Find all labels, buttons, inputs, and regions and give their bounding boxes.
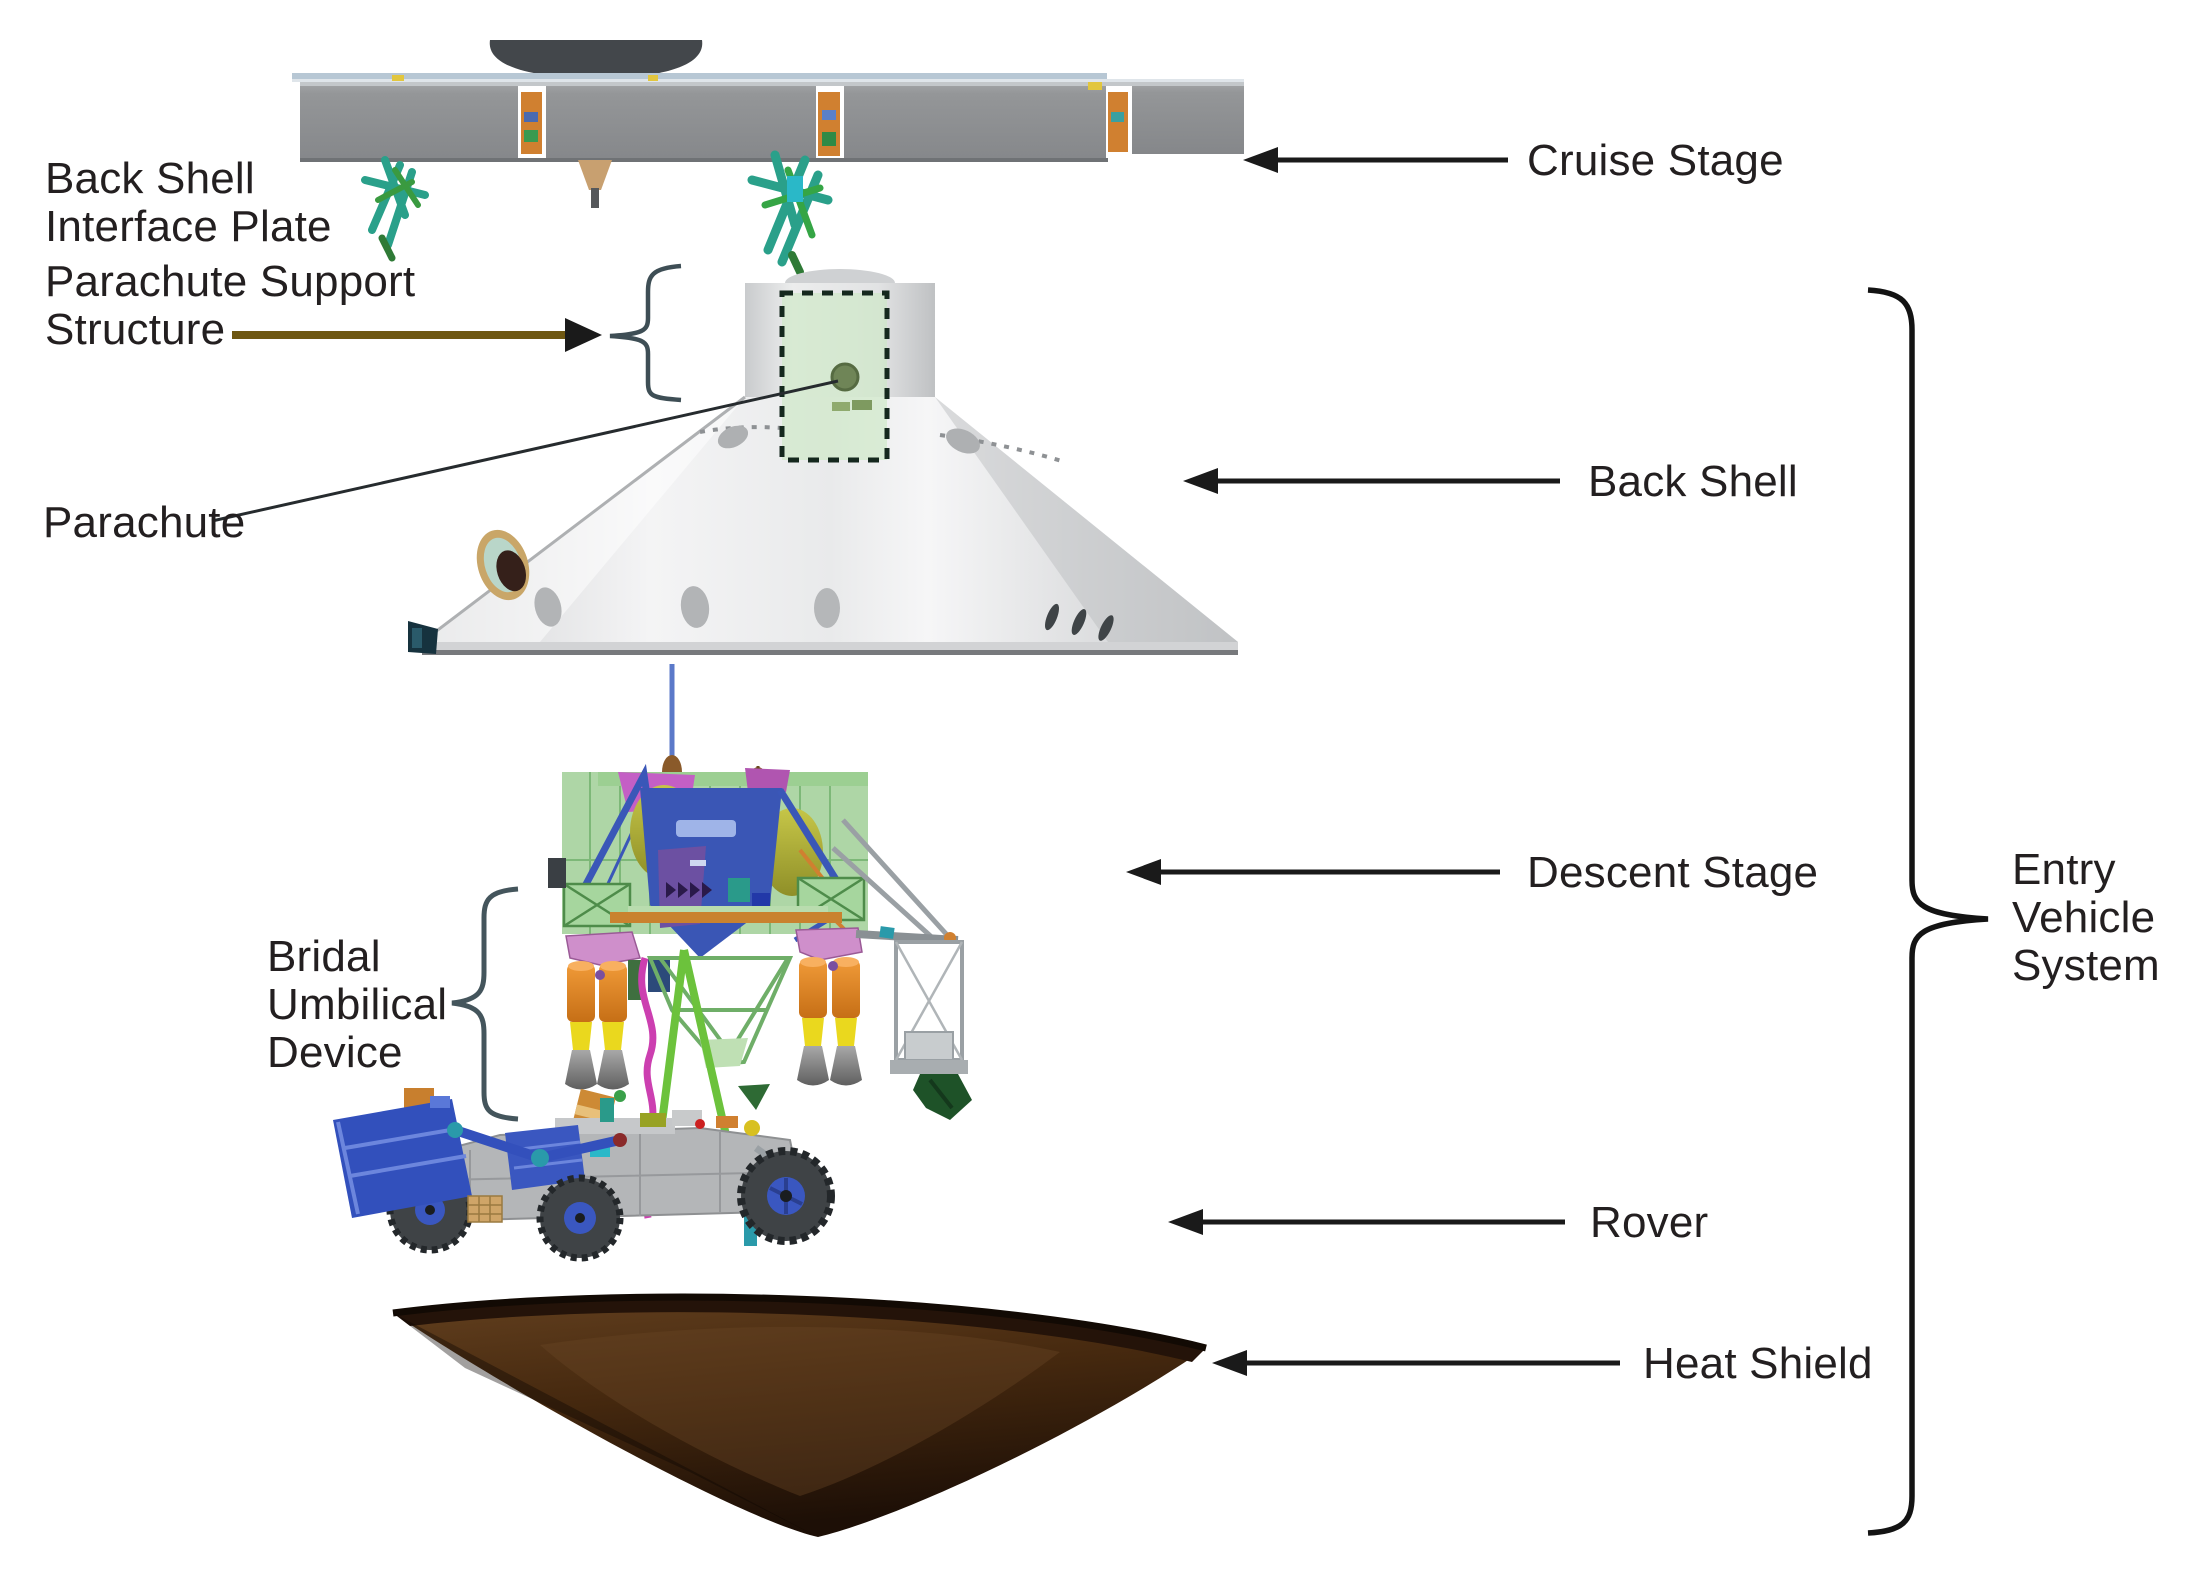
rover-illustration <box>333 1088 835 1262</box>
label-descent-stage: Descent Stage <box>1527 848 1819 897</box>
entry-vehicle-brace <box>1867 287 1989 1536</box>
label-line: Vehicle <box>2012 893 2156 942</box>
label-cruise-stage: Cruise Stage <box>1527 136 1784 185</box>
label-line: Bridal <box>267 932 381 981</box>
label-parachute: Parachute <box>43 498 246 547</box>
label-line: Parachute Support <box>45 257 416 306</box>
label-back-shell: Back Shell <box>1588 457 1798 506</box>
label-line: Back Shell <box>45 154 255 203</box>
parachute-support-brace <box>609 263 682 403</box>
cruise-stage-arrow <box>1243 147 1508 173</box>
parachute-dashed-box <box>779 290 890 463</box>
heat-shield-illustration <box>392 1293 1207 1537</box>
descent-stage-arrow <box>1126 859 1500 885</box>
label-line: Device <box>267 1028 403 1077</box>
label-line: Umbilical <box>267 980 448 1029</box>
label-line: Entry <box>2012 845 2116 894</box>
label-line: Interface Plate <box>45 202 332 251</box>
cruise-stage-illustration <box>292 40 1244 276</box>
parachute-attach-dot <box>830 362 860 392</box>
label-parachute-support-structure: Parachute Support Structure <box>45 258 415 354</box>
parachute-leader-line <box>211 379 839 523</box>
back-shell-arrow <box>1183 468 1560 494</box>
label-bridal-umbilical-device: Bridal Umbilical Device <box>267 933 447 1077</box>
parachute-support-arrow <box>232 318 602 352</box>
rover-arrow <box>1168 1209 1565 1235</box>
label-rover: Rover <box>1590 1198 1709 1247</box>
label-entry-vehicle-system: Entry Vehicle System <box>2012 846 2160 990</box>
back-shell-illustration <box>408 269 1238 655</box>
label-heat-shield: Heat Shield <box>1643 1339 1873 1388</box>
label-back-shell-interface-plate: Back Shell Interface Plate <box>45 155 332 251</box>
heat-shield-arrow <box>1212 1350 1620 1376</box>
label-line: Structure <box>45 305 226 354</box>
descent-stage-illustration <box>548 664 972 1219</box>
bridal-umbilical-brace <box>451 886 519 1122</box>
label-line: System <box>2012 941 2160 990</box>
